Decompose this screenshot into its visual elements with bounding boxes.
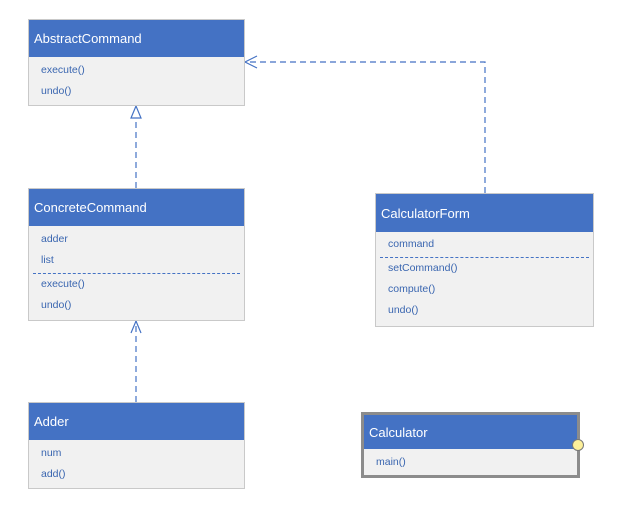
attribute: list (41, 254, 54, 266)
class-header: ConcreteCommand (29, 189, 244, 226)
attributes-section: command (376, 232, 593, 255)
operation: setCommand() (388, 262, 458, 274)
dependency-calculatorform-to-abstractcommand (243, 55, 486, 193)
class-abstract-command[interactable]: AbstractCommand execute() undo() (28, 19, 245, 106)
connection-port-handle[interactable] (572, 439, 584, 451)
class-adder[interactable]: Adder num add() (28, 402, 245, 489)
class-calculator[interactable]: Calculator main() (361, 412, 580, 478)
operation: undo() (388, 304, 419, 316)
operations-section: main() (364, 449, 577, 477)
class-header: Adder (29, 403, 244, 440)
operations-section: execute() undo() (29, 57, 244, 106)
class-header: CalculatorForm (376, 194, 593, 232)
class-calculator-form[interactable]: CalculatorForm command setCommand() comp… (375, 193, 594, 327)
operation: execute() (41, 64, 85, 76)
operation: execute() (41, 278, 85, 290)
section-divider (380, 257, 589, 258)
operation: undo() (41, 85, 72, 97)
class-concrete-command[interactable]: ConcreteCommand adder list execute() und… (28, 188, 245, 321)
dependency-adder-to-concretecommand (130, 319, 142, 402)
attribute: adder (41, 233, 68, 245)
operation: main() (376, 456, 406, 468)
operation: add() (41, 468, 66, 480)
attribute: command (388, 238, 435, 250)
operations-section: execute() undo() (29, 274, 244, 320)
attributes-section: adder list (29, 226, 244, 271)
section-divider (33, 273, 240, 274)
attribute: num (41, 447, 62, 459)
members-section: num add() (29, 440, 244, 489)
realization-concretecommand-to-abstractcommand (130, 104, 142, 188)
operation: compute() (388, 283, 436, 295)
class-header: Calculator (364, 415, 577, 449)
operations-section: setCommand() compute() undo() (376, 258, 593, 325)
class-header: AbstractCommand (29, 20, 244, 57)
operation: undo() (41, 299, 72, 311)
